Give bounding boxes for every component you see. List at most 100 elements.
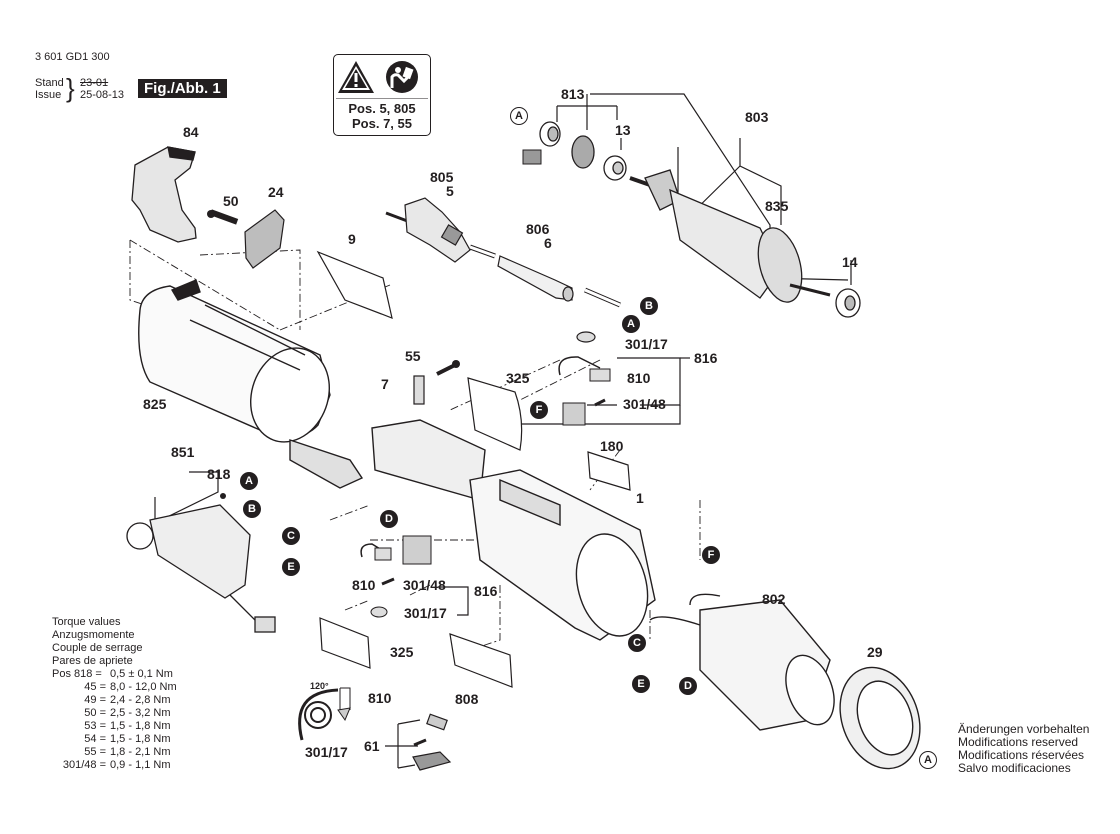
- part-325-label-lower: [319, 617, 371, 669]
- part-180-label: [587, 451, 631, 491]
- part-label-816-lower: 816: [474, 583, 498, 599]
- bearing-13: [603, 155, 627, 181]
- part-label-301-48-lower: 301/48: [403, 577, 446, 593]
- part-label-301-48: 301/48: [623, 396, 666, 412]
- part-806-sleeve: [497, 255, 621, 308]
- part-label-24: 24: [268, 184, 284, 200]
- warning-triangle-icon: [338, 61, 374, 93]
- part-label-55: 55: [405, 348, 421, 364]
- part-label-810-spring: 810: [368, 690, 392, 706]
- part-label-805: 805: [430, 169, 454, 185]
- part-7-clamp: [413, 375, 425, 405]
- torque-title: Anzugsmomente: [52, 629, 135, 641]
- part-label-825: 825: [143, 396, 167, 412]
- part-1-motor-housing: [371, 419, 656, 641]
- figure-label: Fig./Abb. 1: [138, 79, 227, 98]
- bearing-813: [539, 121, 561, 147]
- part-label-301-17: 301/17: [625, 336, 668, 352]
- part-301-17-spring-detail: [298, 687, 351, 741]
- part-label-806: 806: [526, 221, 550, 237]
- part-label-808: 808: [455, 691, 479, 707]
- torque-row: 45 =8,0 - 12,0 Nm: [84, 681, 177, 693]
- part-label-6: 6: [544, 235, 552, 251]
- modifications-line: Modifications réservées: [958, 748, 1085, 762]
- part-301-17-spring-lower: [370, 606, 388, 618]
- warning-line: Pos. 7, 55: [352, 116, 412, 131]
- brush-holder-upper: [562, 402, 586, 426]
- part-805-plug: [385, 197, 496, 263]
- connector-e-marker: E: [632, 675, 650, 693]
- part-label-802: 802: [762, 591, 786, 607]
- modifications-line: Salvo modificaciones: [958, 761, 1071, 775]
- torque-row: Pos 818 =0,5 ± 0,1 Nm: [52, 668, 173, 680]
- part-label-803: 803: [745, 109, 769, 125]
- part-851-switch: [126, 504, 276, 633]
- modifications-note: Änderungen vorbehalten Modifications res…: [958, 723, 1089, 775]
- part-84-cap: [131, 146, 197, 243]
- part-61-lock-assembly: [412, 713, 452, 771]
- connector-c-marker: C: [282, 527, 300, 545]
- stand-value: 23-01: [80, 77, 109, 89]
- brush-holder-part: [522, 149, 542, 165]
- part-label-835: 835: [765, 198, 789, 214]
- part-301-48-screw-upper: [594, 398, 606, 407]
- torque-row: 301/48 =0,9 - 1,1 Nm: [62, 759, 171, 771]
- torque-row: 53 =1,5 - 1,8 Nm: [84, 720, 171, 732]
- part-label-1: 1: [636, 490, 644, 506]
- part-label-14: 14: [842, 254, 858, 270]
- connector-a-marker: A: [510, 107, 528, 125]
- part-number: 3 601 GD1 300: [35, 51, 110, 63]
- part-label-301-17-lower: 301/17: [404, 605, 447, 621]
- warning-box: Pos. 5, 805 Pos. 7, 55: [333, 54, 431, 136]
- stand-label: Stand: [35, 77, 64, 89]
- modifications-line: Änderungen vorbehalten: [958, 722, 1090, 736]
- part-label-816: 816: [694, 350, 718, 366]
- part-label-325: 325: [506, 370, 530, 386]
- part-label-813: 813: [561, 86, 585, 102]
- part-301-48-screw-lower: [381, 577, 395, 586]
- modifications-line: Modifications reserved: [958, 735, 1079, 749]
- connector-b-marker: B: [640, 297, 658, 315]
- torque-row: 54 =1,5 - 1,8 Nm: [84, 733, 171, 745]
- torque-values-table: Torque values Anzugsmomente Couple de se…: [52, 616, 202, 772]
- brush-holder-lower: [402, 535, 432, 565]
- warning-line: Pos. 5, 805: [348, 101, 416, 116]
- torque-row: 50 =2,5 - 3,2 Nm: [84, 707, 171, 719]
- connector-f-marker: F: [702, 546, 720, 564]
- warning-positions: Pos. 5, 805 Pos. 7, 55: [334, 101, 430, 131]
- part-label-818: 818: [207, 466, 231, 482]
- part-label-851: 851: [171, 444, 195, 460]
- part-label-5: 5: [446, 183, 454, 199]
- connector-f-marker: F: [530, 401, 548, 419]
- part-325-label: [467, 377, 523, 451]
- part-29-ring: [839, 666, 921, 770]
- part-label-180: 180: [600, 438, 624, 454]
- part-label-7: 7: [381, 376, 389, 392]
- part-label-61: 61: [364, 738, 380, 754]
- part-label-50: 50: [223, 193, 239, 209]
- torque-row: 55 =1,8 - 2,1 Nm: [84, 746, 171, 758]
- part-label-810: 810: [627, 370, 651, 386]
- torque-title: Pares de apriete: [52, 655, 133, 667]
- part-24-clip: [244, 209, 285, 269]
- part-9-label: [316, 250, 393, 319]
- brace-icon: }: [66, 73, 75, 103]
- connector-e-marker: E: [282, 558, 300, 576]
- part-825-housing-cover: [138, 279, 364, 489]
- part-810-brush-lower: [360, 543, 392, 561]
- part-label-301-17-spring: 301/17: [305, 744, 348, 760]
- connector-d-marker: D: [380, 510, 398, 528]
- connector-d-marker: D: [679, 677, 697, 695]
- part-55-screw: [436, 360, 460, 376]
- angle-label-120: 120°: [310, 681, 329, 691]
- connector-b-marker: B: [243, 500, 261, 518]
- part-label-325-lower: 325: [390, 644, 414, 660]
- connector-a-marker: A: [622, 315, 640, 333]
- part-301-17-spring-upper: [576, 331, 596, 343]
- part-808-label: [449, 633, 513, 688]
- torque-title: Couple de serrage: [52, 642, 143, 654]
- part-803-armature: [629, 169, 831, 303]
- read-manual-icon: [386, 61, 418, 93]
- part-802-field: [649, 593, 835, 731]
